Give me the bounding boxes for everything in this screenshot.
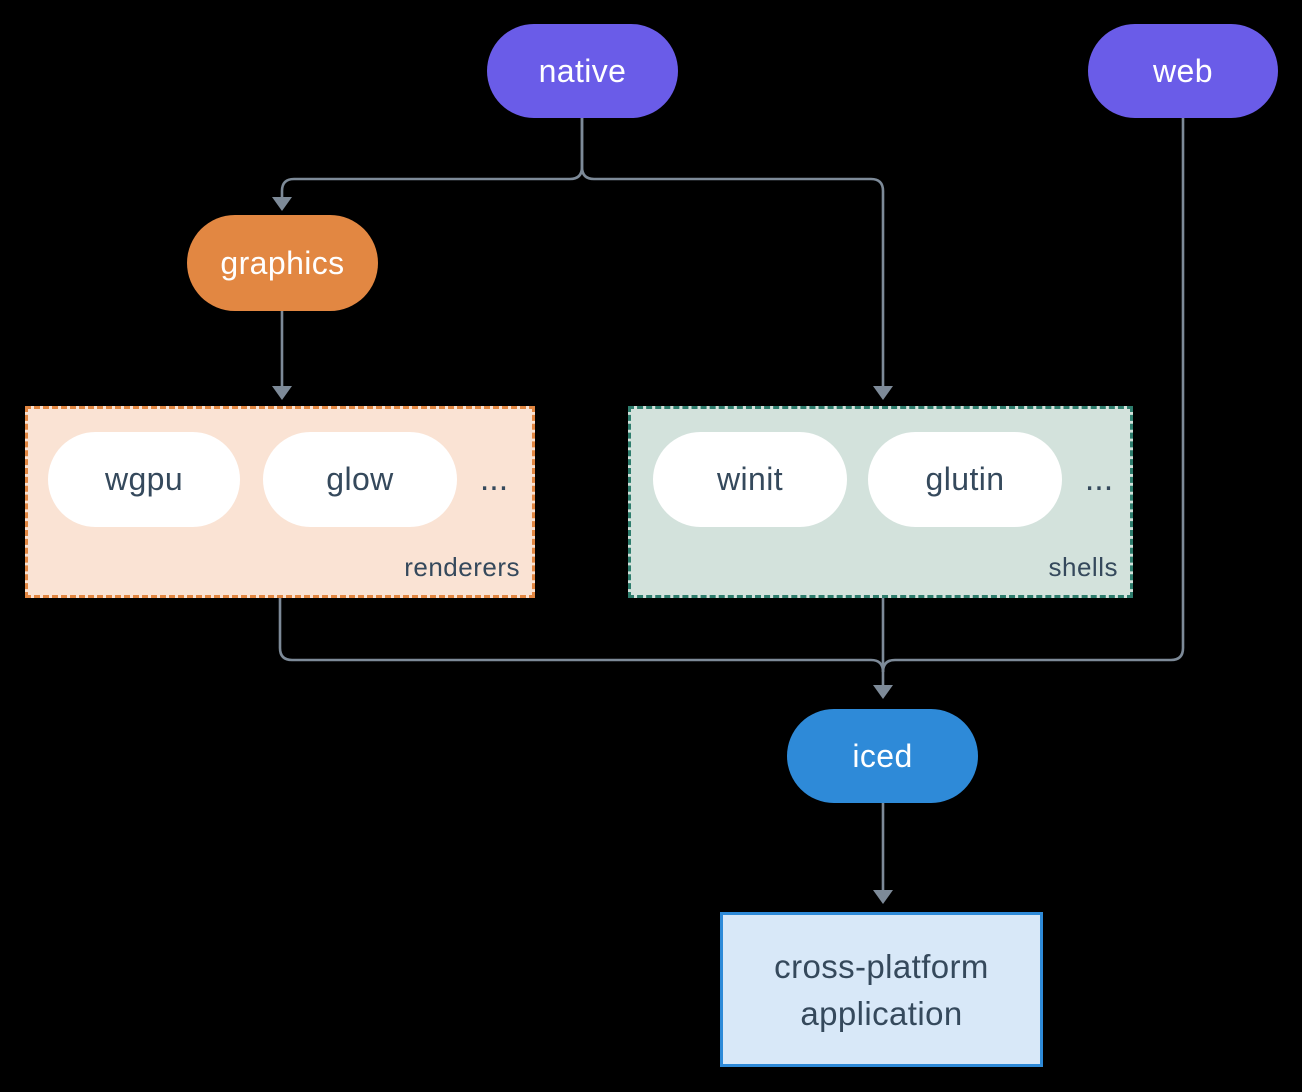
- node-glow-label: glow: [326, 461, 394, 497]
- arrowhead-iced: [873, 685, 893, 699]
- arrowhead-shells: [873, 386, 893, 400]
- arrowhead-graphics: [272, 197, 292, 211]
- arrowhead-renderers: [272, 386, 292, 400]
- node-iced: iced: [787, 709, 978, 803]
- node-glutin-label: glutin: [925, 461, 1005, 497]
- node-graphics: graphics: [187, 215, 378, 311]
- node-cross-platform-application: cross-platform application: [720, 912, 1043, 1067]
- node-native: native: [487, 24, 678, 118]
- node-wgpu-label: wgpu: [104, 461, 184, 497]
- node-winit-label: winit: [716, 461, 783, 497]
- shells-group-label: shells: [1048, 552, 1118, 582]
- app-label-line1: cross-platform: [774, 947, 989, 985]
- renderers-group-label: renderers: [404, 552, 520, 582]
- node-glow: glow: [263, 432, 457, 527]
- edge-native-to-graphics: [280, 118, 584, 198]
- edge-native-to-shells: [580, 118, 885, 388]
- node-winit: winit: [653, 432, 847, 527]
- node-web: web: [1088, 24, 1278, 118]
- node-iced-label: iced: [852, 737, 913, 774]
- app-label-line2: application: [800, 994, 963, 1032]
- node-web-label: web: [1153, 52, 1213, 89]
- node-graphics-label: graphics: [220, 244, 345, 281]
- node-glutin: glutin: [868, 432, 1062, 527]
- group-renderers: wgpu glow ... renderers: [25, 406, 535, 598]
- renderers-ellipsis: ...: [479, 460, 509, 498]
- shells-ellipsis: ...: [1084, 460, 1114, 498]
- node-native-label: native: [538, 52, 627, 89]
- arrowhead-app: [873, 890, 893, 904]
- node-wgpu: wgpu: [48, 432, 240, 527]
- group-shells: winit glutin ... shells: [628, 406, 1133, 598]
- edge-renderers-to-iced: [278, 598, 885, 673]
